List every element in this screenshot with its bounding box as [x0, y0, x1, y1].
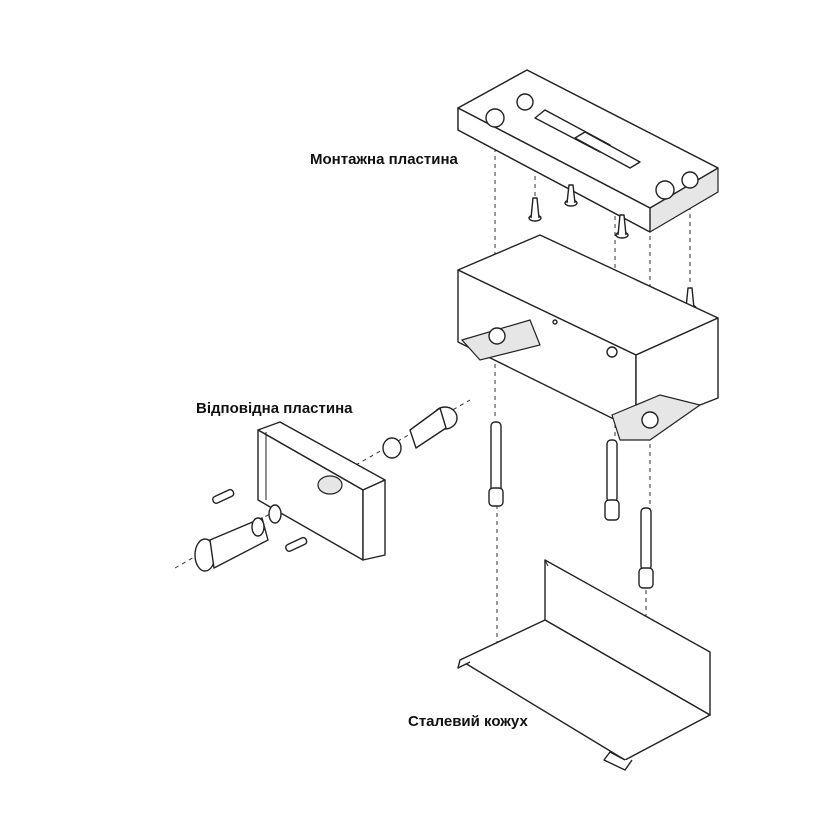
dowel-pin	[212, 488, 235, 504]
screw	[528, 197, 542, 222]
screw	[564, 184, 578, 207]
washer	[268, 504, 282, 524]
closer-body	[457, 234, 719, 441]
pin-bolt	[409, 406, 458, 449]
long-bolts	[488, 421, 654, 589]
label-counter-plate: Відповідна пластина	[196, 400, 353, 417]
bolt	[488, 421, 504, 507]
mounting-plate	[457, 69, 719, 233]
steel-cover	[457, 559, 711, 771]
bolt	[638, 507, 654, 589]
screw	[615, 214, 629, 239]
counter-plate	[194, 406, 458, 572]
bolt	[604, 439, 620, 521]
label-steel-cover: Сталевий кожух	[408, 713, 528, 730]
dowel-pin	[285, 536, 308, 552]
washer	[251, 517, 265, 537]
label-mounting-plate: Монтажна пластина	[310, 151, 458, 168]
washer	[382, 437, 402, 459]
